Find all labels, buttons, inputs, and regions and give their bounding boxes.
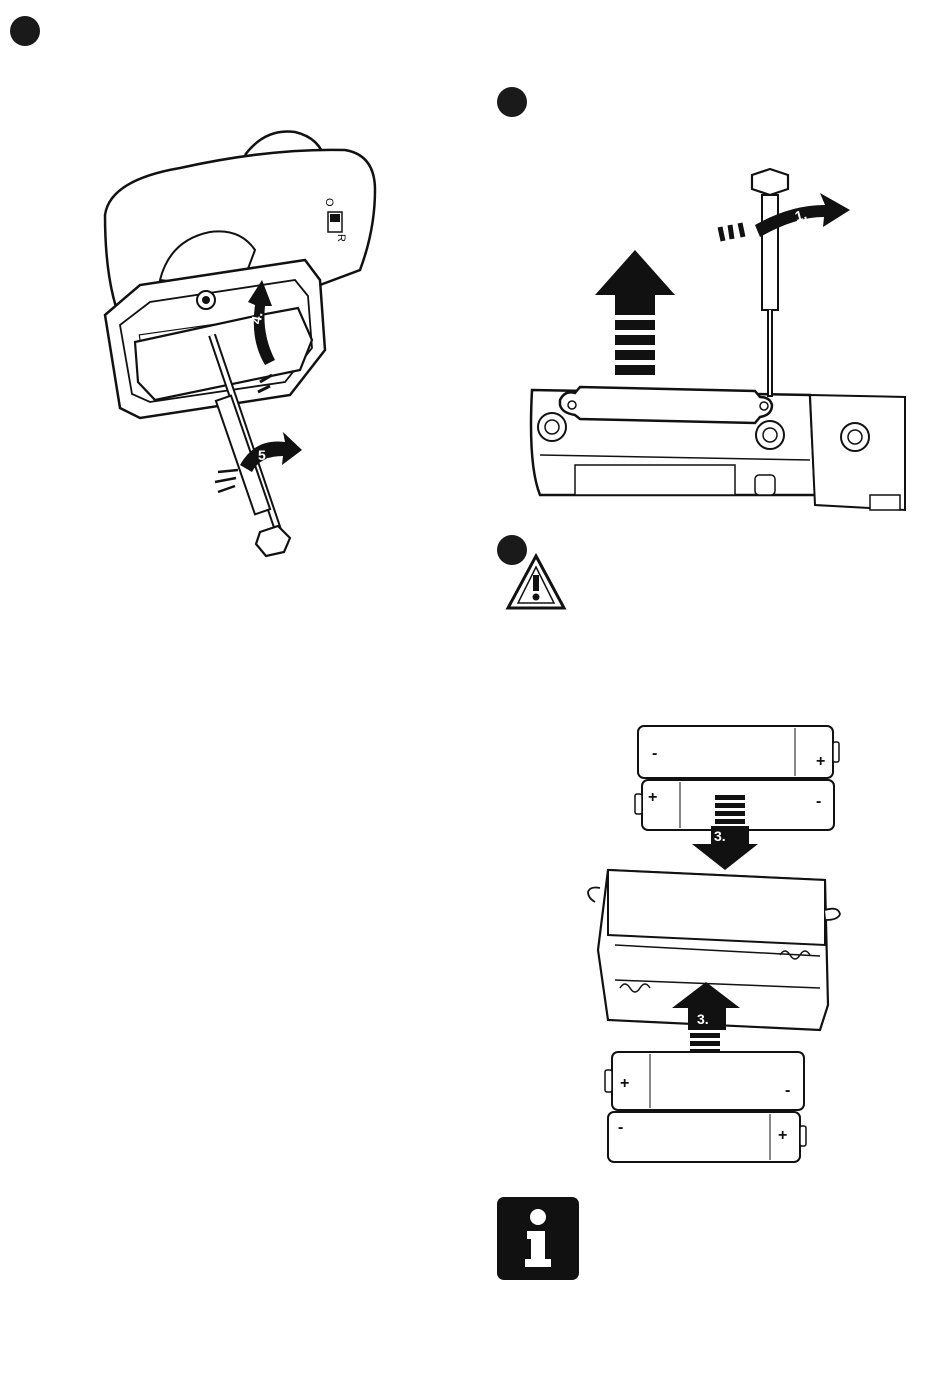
battery: - +	[638, 726, 839, 778]
polarity-plus: +	[648, 789, 657, 806]
polarity-minus: -	[618, 1119, 623, 1136]
polarity-plus: +	[778, 1127, 787, 1144]
polarity-plus: +	[620, 1075, 629, 1092]
switch-label-r: R	[335, 234, 347, 242]
step-bullet-icon	[10, 16, 40, 46]
polarity-plus: +	[816, 753, 825, 770]
battery: - +	[608, 1112, 806, 1162]
figure-lift-cover: 1.	[520, 165, 920, 525]
polarity-minus: -	[785, 1082, 790, 1099]
warning-triangle-icon	[505, 553, 567, 611]
battery-cover	[560, 387, 772, 423]
info-icon	[497, 1197, 579, 1280]
polarity-minus: -	[816, 793, 821, 810]
figure-remote-open-cover: O R 4. 5.	[90, 120, 390, 570]
rotate-arrow-icon: 1.	[720, 193, 850, 241]
step-label: 3.	[714, 828, 726, 844]
switch-label-o: O	[323, 198, 335, 207]
figure-insert-batteries: - + + - 3. 3.	[580, 720, 850, 1170]
screwdriver-icon	[752, 169, 788, 397]
battery: + -	[605, 1052, 804, 1110]
step-label: 5.	[258, 447, 270, 463]
step-label: 3.	[697, 1011, 709, 1027]
lift-arrow-icon	[595, 250, 675, 375]
polarity-minus: -	[652, 745, 657, 762]
step-bullet-icon	[497, 87, 527, 117]
